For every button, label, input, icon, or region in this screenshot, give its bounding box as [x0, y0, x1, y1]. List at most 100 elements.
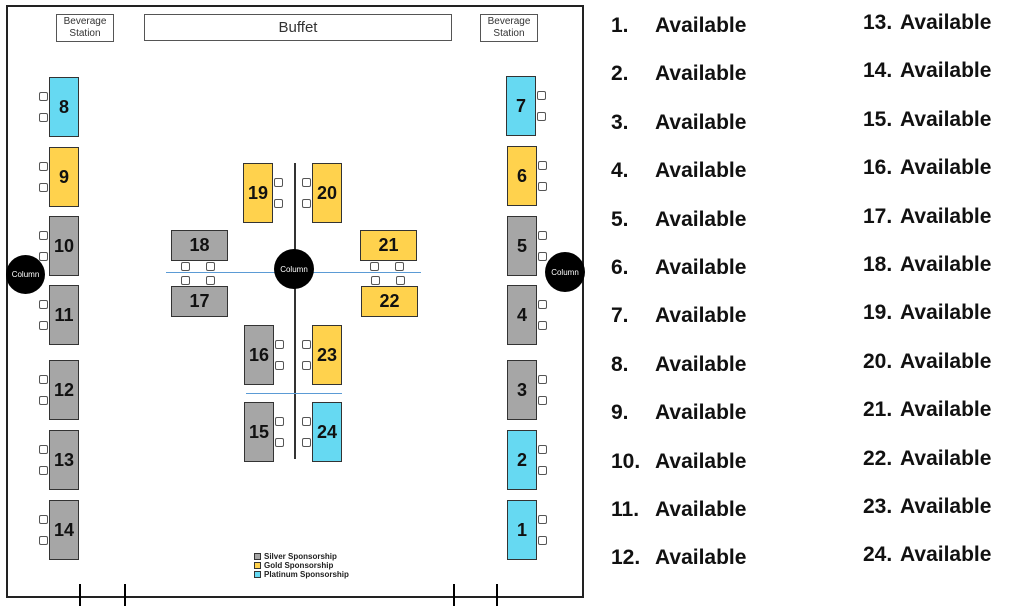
chair — [39, 466, 48, 475]
legend-platinum-label: Platinum Sponsorship — [264, 570, 349, 579]
availability-number: 1. — [611, 14, 629, 37]
chair — [396, 276, 405, 285]
table-6[interactable]: 6 — [507, 146, 537, 206]
table-5[interactable]: 5 — [507, 216, 537, 276]
table-17[interactable]: 17 — [171, 286, 228, 317]
chair — [39, 113, 48, 122]
availability-number: 17. — [863, 204, 893, 228]
availability-number: 10. — [611, 449, 641, 473]
chair — [39, 321, 48, 330]
chair — [39, 536, 48, 545]
availability-status: Available — [900, 156, 992, 180]
legend-silver: Silver Sponsorship — [254, 552, 349, 561]
chair — [371, 276, 380, 285]
availability-number: 21. — [863, 398, 893, 422]
availability-number: 3. — [611, 110, 629, 134]
chair — [538, 252, 547, 261]
table-7[interactable]: 7 — [506, 76, 536, 136]
legend-platinum-swatch — [254, 571, 261, 578]
chair — [302, 438, 311, 447]
beverage-station-right: Beverage Station — [480, 14, 538, 42]
chair — [370, 262, 379, 271]
availability-number: 2. — [611, 62, 629, 86]
availability-status: Available — [655, 498, 747, 521]
column-center: Column — [274, 249, 314, 289]
availability-item: 4.Available — [611, 159, 746, 183]
chair — [538, 161, 547, 170]
table-14[interactable]: 14 — [49, 500, 79, 560]
chair — [274, 178, 283, 187]
legend-silver-swatch — [254, 553, 261, 560]
table-21[interactable]: 21 — [360, 230, 417, 261]
table-4[interactable]: 4 — [507, 285, 537, 345]
chair — [538, 300, 547, 309]
table-8[interactable]: 8 — [49, 77, 79, 137]
table-16[interactable]: 16 — [244, 325, 274, 385]
table-3[interactable]: 3 — [507, 360, 537, 420]
chair — [538, 182, 547, 191]
availability-item: 20.Available — [863, 350, 991, 374]
availability-status: Available — [900, 446, 992, 470]
chair — [302, 417, 311, 426]
table-11[interactable]: 11 — [49, 285, 79, 345]
door-marker — [124, 584, 126, 606]
door-marker — [79, 584, 81, 606]
availability-status: Available — [900, 301, 992, 325]
availability-item: 9.Available — [611, 401, 746, 425]
chair — [181, 276, 190, 285]
chair — [537, 91, 546, 100]
table-10[interactable]: 10 — [49, 216, 79, 276]
availability-status: Available — [655, 159, 747, 183]
chair — [538, 321, 547, 330]
availability-number: 23. — [863, 495, 893, 518]
door-marker — [453, 584, 455, 606]
availability-status: Available — [655, 352, 747, 376]
availability-item: 6.Available — [611, 256, 746, 280]
table-9[interactable]: 9 — [49, 147, 79, 207]
availability-item: 12.Available — [611, 546, 746, 570]
chair — [395, 262, 404, 271]
availability-number: 24. — [863, 543, 893, 567]
availability-item: 7.Available — [611, 304, 746, 328]
table-20[interactable]: 20 — [312, 163, 342, 223]
table-19[interactable]: 19 — [243, 163, 273, 223]
availability-status: Available — [900, 11, 992, 34]
availability-number: 12. — [611, 546, 641, 570]
availability-item: 16.Available — [863, 156, 991, 180]
chair — [538, 396, 547, 405]
availability-item: 22. Available — [863, 447, 991, 471]
chair — [39, 162, 48, 171]
availability-status: Available — [655, 256, 747, 279]
table-24[interactable]: 24 — [312, 402, 342, 462]
availability-number: 22. — [863, 446, 893, 470]
chair — [39, 515, 48, 524]
chair — [537, 112, 546, 121]
chair — [275, 417, 284, 426]
table-1[interactable]: 1 — [507, 500, 537, 560]
availability-number: 19. — [863, 301, 893, 325]
availability-item: 14.Available — [863, 59, 991, 83]
table-15[interactable]: 15 — [244, 402, 274, 462]
availability-number: 8. — [611, 352, 629, 376]
table-22[interactable]: 22 — [361, 286, 418, 317]
table-18[interactable]: 18 — [171, 230, 228, 261]
table-23[interactable]: 23 — [312, 325, 342, 385]
availability-item: 10.Available — [611, 450, 746, 474]
availability-number: 7. — [611, 304, 629, 328]
availability-status: Available — [900, 543, 992, 567]
chair — [206, 262, 215, 271]
chair — [275, 438, 284, 447]
table-12[interactable]: 12 — [49, 360, 79, 420]
availability-status: Available — [900, 253, 992, 276]
chair — [275, 340, 284, 349]
availability-number: 20. — [863, 349, 893, 373]
table-13[interactable]: 13 — [49, 430, 79, 490]
chair — [538, 445, 547, 454]
table-2[interactable]: 2 — [507, 430, 537, 490]
availability-item: 2.Available — [611, 62, 746, 86]
availability-number: 9. — [611, 401, 629, 425]
availability-item: 24. Available — [863, 543, 991, 567]
chair — [275, 361, 284, 370]
chair — [39, 396, 48, 405]
legend-gold-swatch — [254, 562, 261, 569]
